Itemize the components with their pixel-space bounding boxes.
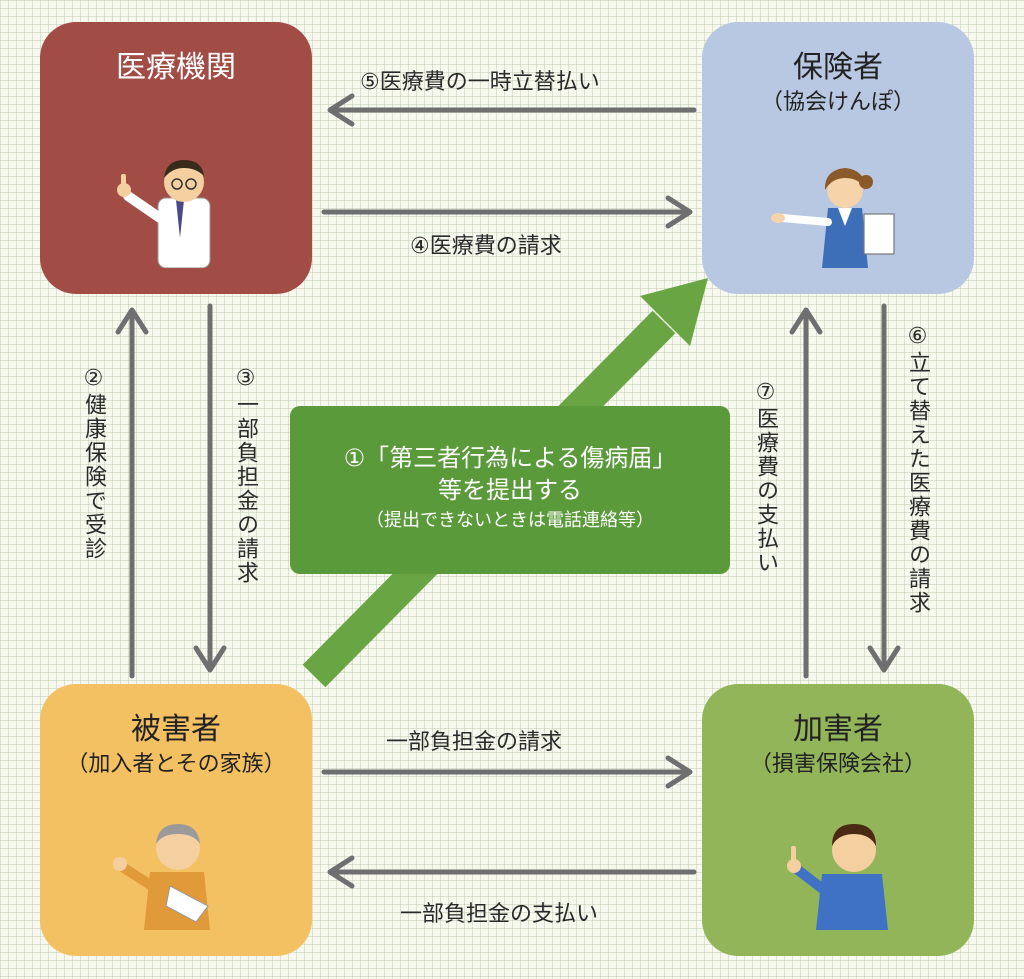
center-line-2: 等を提出する [438, 476, 582, 504]
node-offender: 加害者 （損害保険会社） [702, 684, 974, 956]
node-victim: 被害者 （加入者とその家族） [40, 684, 312, 956]
node-medical-institution: 医療機関 [40, 22, 312, 294]
staff-woman-icon [771, 168, 895, 268]
label-flow-2: ②健康保険で受診 [81, 366, 106, 561]
label-flow-6: ⑥立て替えた医療費の請求 [905, 324, 930, 615]
doctor-icon [117, 160, 211, 268]
injured-man-icon [113, 824, 210, 930]
step-1-notice-box: ①「第三者行為による傷病届」 等を提出する （提出できないときは電話連絡等） [290, 406, 730, 574]
node-title: 被害者 [131, 712, 221, 747]
node-title: 保険者 [793, 50, 883, 85]
label-flow-5: ⑤医療費の一時立替払い [360, 70, 600, 95]
center-line-3: （提出できないときは電話連絡等） [366, 510, 654, 531]
node-subtitle: （損害保険会社） [749, 752, 926, 777]
label-flow-3: ③一部負担金の請求 [233, 366, 258, 585]
label-victim-to-offender: 一部負担金の請求 [386, 730, 563, 755]
label-flow-7: ⑦医療費の支払い [753, 380, 778, 575]
young-man-icon [787, 824, 888, 930]
node-title: 加害者 [793, 712, 883, 747]
node-title: 医療機関 [116, 50, 236, 85]
label-flow-4: ④医療費の請求 [410, 234, 562, 259]
node-subtitle: （協会けんぽ） [760, 90, 915, 115]
node-insurer: 保険者 （協会けんぽ） [702, 22, 974, 294]
node-subtitle: （加入者とその家族） [66, 752, 286, 777]
center-line-1: ①「第三者行為による傷病届」 [343, 444, 677, 472]
label-offender-to-victim: 一部負担金の支払い [400, 902, 599, 927]
